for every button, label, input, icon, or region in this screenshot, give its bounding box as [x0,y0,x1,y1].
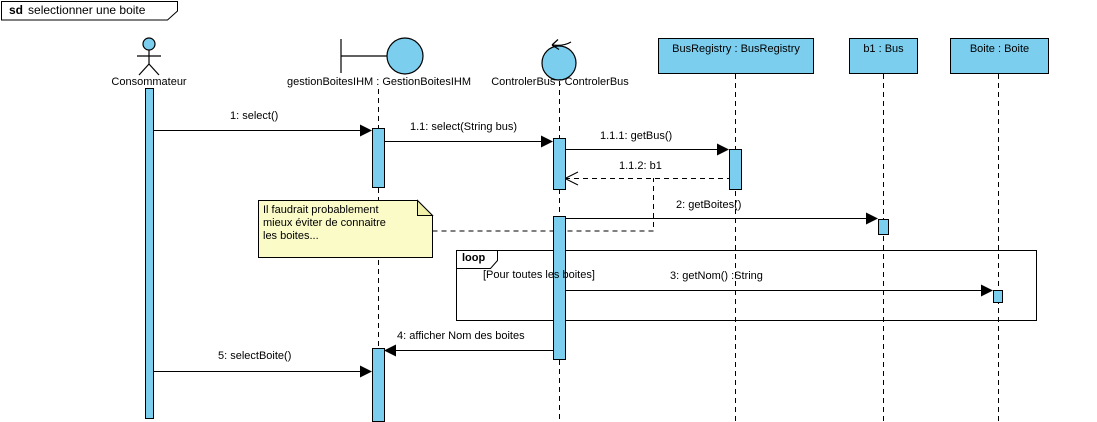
message-4-label: 4: afficher Nom des boites [397,330,525,342]
message-2-arrowhead [866,212,878,225]
note-shape [258,178,654,258]
message-1-arrowhead [360,124,372,137]
activation-gestionboitesihm-1 [372,128,385,188]
lifeline-head-boite: Boite : Boite [950,38,1049,74]
message-1-1-arrowhead [541,135,553,148]
message-1-1-2-openhead-a [564,171,579,179]
note-anchor-line [432,178,654,232]
lifeline-label-gestionboitesihm: gestionBoitesIHM : GestionBoitesIHM [286,76,472,88]
frame-keyword: sd [9,3,24,17]
message-1-1-2-openhead-b [564,178,579,186]
frame-title-text: selectionner une boite [28,3,146,17]
actor-icon [137,37,161,76]
note-line-3: les boites... [263,230,319,242]
frame-title: sd selectionner une boite [9,3,145,17]
loop-fragment [456,250,1037,321]
note-line-2: mieux éviter de connaitre [263,217,386,229]
activation-busregistry [729,149,742,190]
message-1-1-1-arrowhead [717,143,729,156]
message-1-label: 1: select() [230,110,279,122]
lifeline-head-b1: b1 : Bus [849,38,918,74]
message-5-arrowhead [360,365,372,378]
activation-controlerbus-2 [553,216,566,360]
boundary-icon [340,37,424,75]
loop-operator-pentagon [456,250,498,269]
lifeline-head-busregistry: BusRegistry : BusRegistry [658,38,814,74]
message-2-label: 2: getBoites() [676,199,742,211]
activation-consommateur [145,88,154,419]
note-line-1: Il faudrait probablement [263,204,379,216]
message-4-arrowhead [384,344,396,357]
note-text: Il faudrait probablement mieux éviter de… [263,204,386,243]
message-3-label: 3: getNom() :String [670,270,763,282]
message-lines [153,124,993,378]
frame-tab [1,1,178,21]
control-icon [541,39,577,81]
note-fold-icon [417,199,434,216]
loop-operator-label: loop [462,252,486,264]
activation-gestionboitesihm-2 [372,348,385,422]
loop-guard: [Pour toutes les boites] [483,269,595,281]
lifeline-label-consommateur: Consommateur [111,76,187,88]
message-1-1-label: 1.1: select(String bus) [410,121,517,133]
message-1-1-1-label: 1.1.1: getBus() [600,130,673,142]
lifeline-label-controlerbus: ControlerBus : ControlerBus [491,76,629,88]
message-5-label: 5: selectBoite() [218,350,292,362]
activation-controlerbus-1 [553,138,566,190]
activation-b1 [878,219,889,235]
message-1-1-2-label: 1.1.2: b1 [619,160,662,172]
activation-boite [993,290,1003,303]
message-3-arrowhead [981,284,993,297]
